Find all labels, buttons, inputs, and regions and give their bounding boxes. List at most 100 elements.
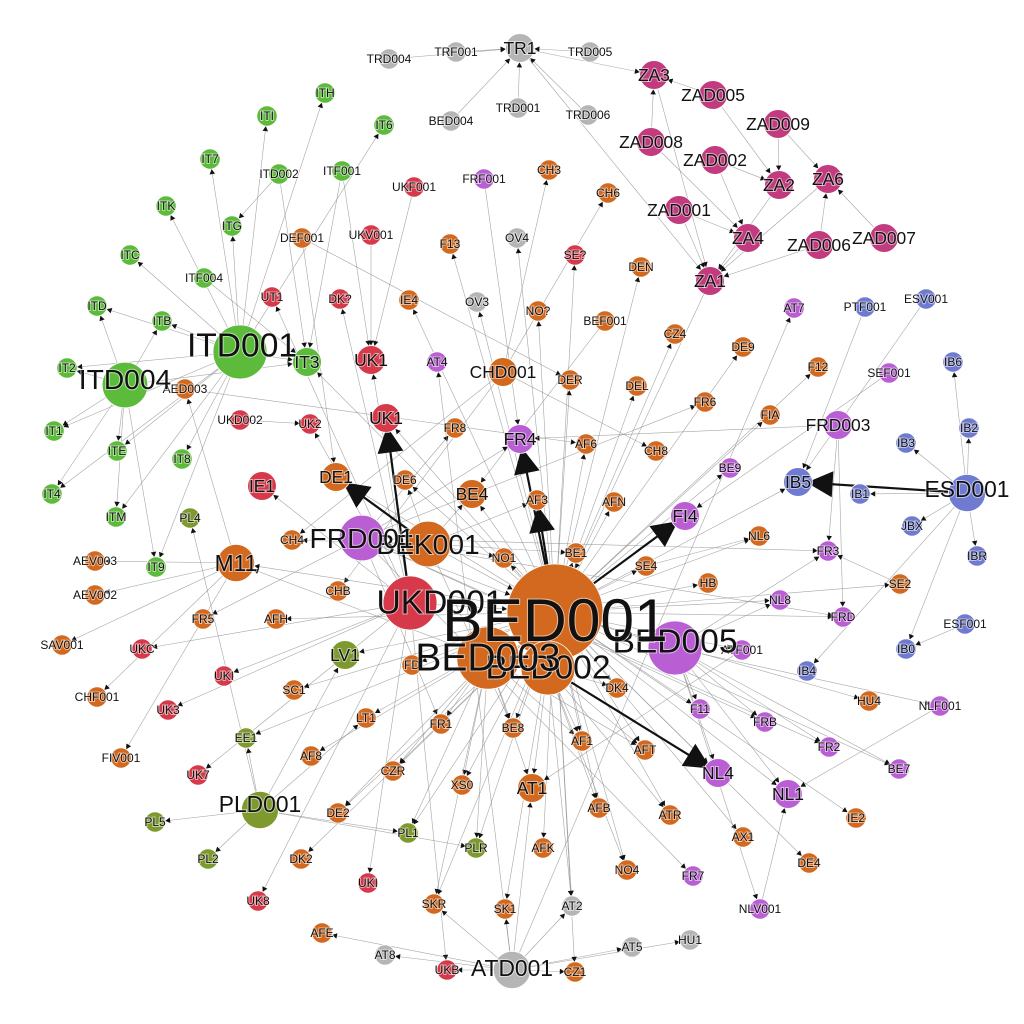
edge-arrowhead xyxy=(171,324,178,330)
graph-node xyxy=(456,626,520,690)
node-label: IE1 xyxy=(249,476,275,496)
edge-arrowhead xyxy=(122,503,128,509)
graph-node xyxy=(445,41,467,63)
edge-arrowhead xyxy=(951,372,958,378)
node-label: AFH xyxy=(264,612,288,626)
node-label: F12 xyxy=(808,360,829,374)
edge-arrowhead xyxy=(371,374,377,380)
graph-node xyxy=(86,686,108,708)
edge-arrowhead xyxy=(253,568,260,574)
node-label: TRF001 xyxy=(434,45,478,59)
graph-node xyxy=(268,163,290,185)
edge-arrowhead xyxy=(504,713,510,719)
edge-arrowhead xyxy=(924,700,931,706)
edge-arrowhead xyxy=(812,547,818,554)
node-label: UK1 xyxy=(369,408,403,428)
node-label: IE4 xyxy=(400,293,418,307)
node-label: AF8 xyxy=(300,749,322,763)
edge-arrowhead xyxy=(597,201,603,208)
graph-node xyxy=(506,227,528,249)
edge-arrowhead xyxy=(915,640,922,646)
graph-node xyxy=(577,104,599,126)
node-label: IT8 xyxy=(173,452,191,466)
edge-arrowhead xyxy=(566,390,572,396)
graph-node xyxy=(597,182,619,204)
graph-edge xyxy=(519,424,839,440)
node-label: AFN xyxy=(602,495,626,509)
graph-edge xyxy=(337,657,489,814)
edge-arrowhead xyxy=(658,801,664,808)
graph-node xyxy=(314,82,336,104)
node-label: DE6 xyxy=(393,473,417,487)
edge-arrowhead xyxy=(716,474,723,480)
node-label: DE1 xyxy=(319,467,353,487)
graph-node xyxy=(247,471,277,501)
graph-edge xyxy=(476,301,556,613)
graph-node xyxy=(493,547,515,569)
node-label: ITD xyxy=(87,299,107,313)
edge-arrowhead xyxy=(373,340,379,347)
graph-node xyxy=(526,489,548,511)
graph-node xyxy=(51,634,73,656)
graph-node xyxy=(330,640,360,670)
graph-node xyxy=(84,584,106,606)
edge-arrowhead xyxy=(567,890,574,896)
edge-arrowhead xyxy=(570,439,576,445)
node-label: UK8 xyxy=(246,894,270,908)
node-label: DE2 xyxy=(326,806,350,820)
edge-arrowhead xyxy=(480,505,486,512)
graph-node xyxy=(763,109,793,139)
edge-arrowhead xyxy=(333,667,339,674)
graph-edge xyxy=(309,423,411,604)
graph-node xyxy=(783,297,805,319)
node-label: FRF001 xyxy=(462,172,506,186)
graph-edge xyxy=(531,649,743,789)
graph-node xyxy=(845,807,867,829)
graph-node xyxy=(645,440,667,462)
node-label: ZA2 xyxy=(763,175,795,195)
node-label: ATR xyxy=(658,808,681,822)
graph-edge xyxy=(645,535,760,567)
node-label: ESD001 xyxy=(925,476,1010,502)
node-label: ZAD005 xyxy=(681,85,745,105)
graph-node xyxy=(229,409,251,431)
graph-edge xyxy=(239,92,326,353)
edge-arrowhead xyxy=(308,846,314,852)
edge-arrowhead xyxy=(319,745,326,751)
node-label: DK4 xyxy=(605,681,629,695)
graph-node xyxy=(397,822,419,844)
graph-node xyxy=(216,544,255,583)
edge-arrowhead xyxy=(531,768,538,774)
edge-arrowhead xyxy=(542,179,549,186)
edge-arrowhead xyxy=(634,276,640,283)
edge-arrowhead xyxy=(511,565,517,571)
graph-edge xyxy=(554,414,771,613)
graph-node xyxy=(647,620,703,676)
graph-edge xyxy=(94,562,237,596)
graph-edge xyxy=(483,178,521,440)
graph-node xyxy=(823,410,853,440)
node-label: ATD001 xyxy=(471,955,553,981)
graph-node xyxy=(915,288,937,310)
edge-arrowhead xyxy=(462,769,468,776)
graph-node xyxy=(679,929,701,951)
graph-node xyxy=(382,575,438,631)
graph-node xyxy=(689,698,711,720)
graph-node xyxy=(594,310,616,332)
graph-edge xyxy=(674,647,830,748)
node-label: ZA4 xyxy=(732,228,764,248)
edge-arrowhead xyxy=(352,724,359,731)
graph-node xyxy=(538,159,560,181)
graph-edge xyxy=(537,310,556,613)
graph-edge xyxy=(202,537,363,620)
edge-arrowhead xyxy=(559,968,565,975)
graph-edge xyxy=(155,351,241,568)
graph-node xyxy=(488,357,518,387)
edge-arrowhead xyxy=(152,643,158,650)
node-label: FRD001 xyxy=(310,522,415,554)
graph-node xyxy=(457,479,487,509)
node-label: SE4 xyxy=(635,559,658,573)
node-label: ITD004 xyxy=(79,363,171,395)
node-label: ITF004 xyxy=(185,271,223,285)
node-label: CZR xyxy=(381,764,406,778)
